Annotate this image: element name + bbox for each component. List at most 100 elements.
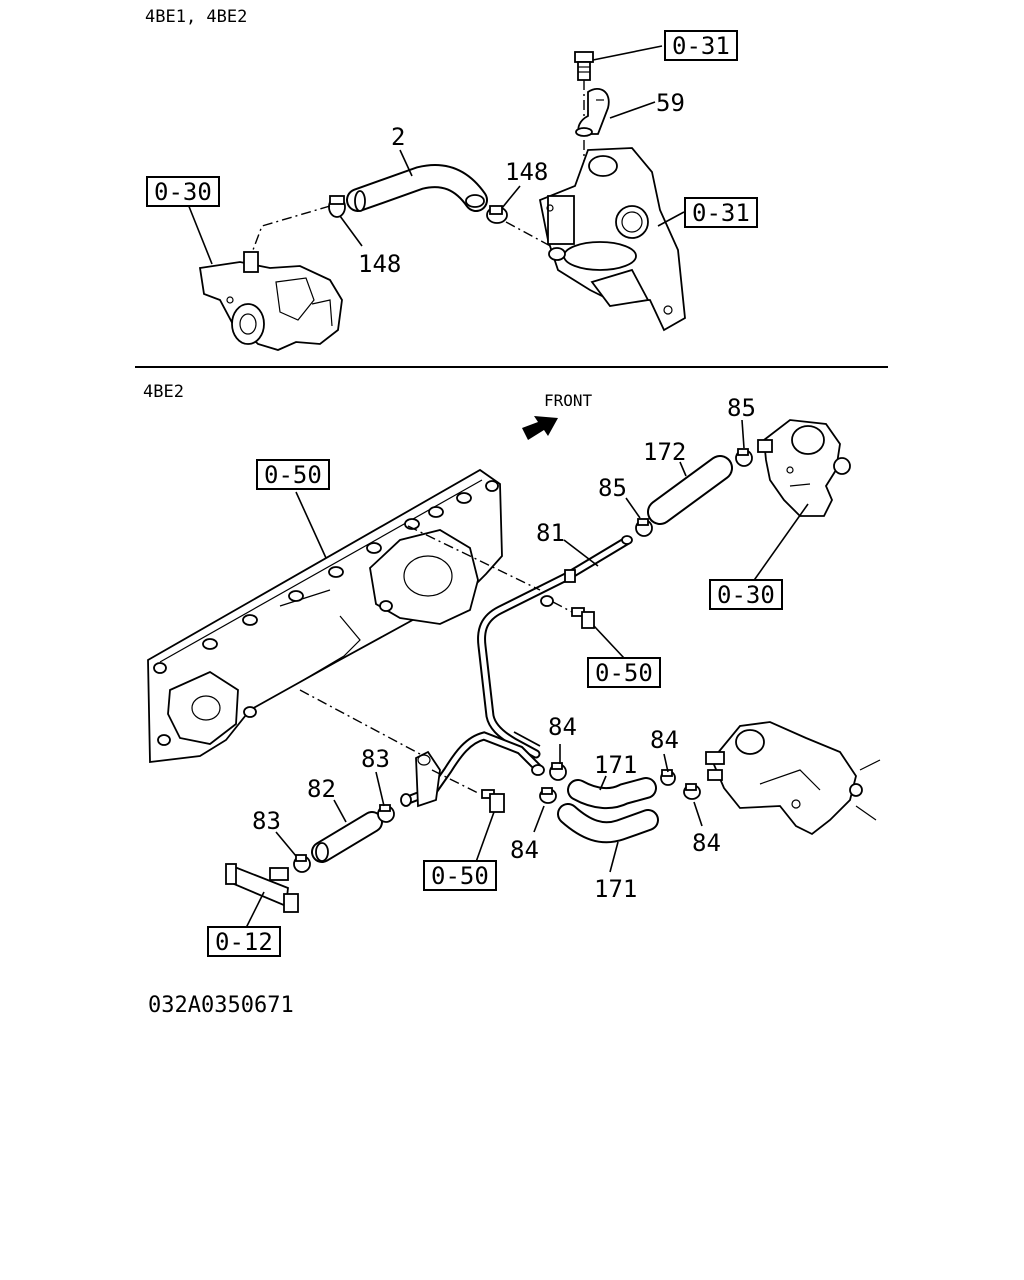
bracket-bolt-part [571, 607, 595, 629]
assembly-line [552, 601, 573, 613]
clamp-148-part [486, 205, 508, 224]
ref-0-31-label[interactable]: 0-31 [672, 32, 730, 60]
part-84-label[interactable]: 84 [692, 829, 721, 857]
tee-fitting-part [225, 863, 299, 913]
bracket-59-part [575, 87, 610, 137]
leader-line [599, 775, 607, 791]
drawing-code: 032A0350671 [148, 993, 294, 1018]
cut-line [855, 805, 877, 821]
bolt-part [574, 51, 594, 81]
part-172-label[interactable]: 172 [643, 438, 686, 466]
ref-box [664, 30, 738, 61]
clamp-84-part [539, 787, 557, 804]
part-84-label[interactable]: 84 [510, 836, 539, 864]
leader-line [657, 211, 685, 227]
leader-line [501, 185, 521, 209]
part-85-label[interactable]: 85 [727, 394, 756, 422]
cut-line [859, 759, 881, 771]
ref-0-50-label[interactable]: 0-50 [595, 659, 653, 687]
ref-box [587, 657, 661, 688]
assembly-line [249, 205, 331, 259]
ref-0-31-label[interactable]: 0-31 [692, 199, 750, 227]
part-148-label[interactable]: 148 [505, 158, 548, 186]
leader-line [375, 771, 385, 807]
leader-line [399, 149, 413, 177]
assembly-line [431, 769, 481, 795]
assembly-line [505, 221, 555, 249]
hose-172-part [647, 455, 733, 525]
ref-0-50-label[interactable]: 0-50 [264, 461, 322, 489]
bracket-bolt-part [481, 789, 505, 813]
leader-line [625, 497, 641, 519]
clamp-148-part [328, 195, 346, 218]
leader-line [533, 805, 545, 833]
thermostat-housing-part [757, 419, 851, 517]
part-81-label[interactable]: 81 [536, 519, 565, 547]
leader-line [295, 491, 327, 559]
assembly-line [407, 525, 541, 591]
leader-line [592, 45, 663, 61]
leader-line [245, 891, 265, 929]
pipe-81-part [477, 535, 633, 759]
leader-line [339, 215, 363, 247]
leader-line [609, 841, 619, 873]
leader-line [749, 503, 809, 587]
part-83-label[interactable]: 83 [361, 745, 390, 773]
ref-box [684, 197, 758, 228]
hose-171-part [557, 803, 659, 844]
oil-cooler-cover-part [147, 468, 503, 764]
hose-171-part [567, 777, 657, 810]
ref-box [709, 579, 783, 610]
leader-line [663, 753, 669, 773]
clamp-85-part [635, 518, 653, 537]
leader-line [741, 419, 745, 449]
ref-box [423, 860, 497, 891]
section-header-4be1-4be2: 4BE1, 4BE2 [145, 7, 247, 27]
leader-line [275, 831, 297, 857]
clip-part [540, 595, 554, 607]
part-148-label[interactable]: 148 [358, 250, 401, 278]
part-59-label[interactable]: 59 [656, 89, 685, 117]
leader-line [563, 539, 599, 567]
front-label: FRONT [544, 391, 593, 410]
leader-line [333, 799, 347, 823]
ref-box [256, 459, 330, 490]
part-84-label[interactable]: 84 [548, 713, 577, 741]
hose-82-part [311, 811, 383, 863]
clamp-84-part [549, 762, 567, 781]
section-header-4be2: 4BE2 [143, 382, 184, 402]
leader-line [609, 101, 656, 119]
cover-bolt-set [153, 480, 499, 746]
part-2-label[interactable]: 2 [391, 123, 405, 151]
front-arrow-icon [522, 416, 558, 440]
water-pump-part [198, 251, 343, 351]
part-85-label[interactable]: 85 [598, 474, 627, 502]
thermostat-housing-part [538, 147, 686, 332]
ref-box [207, 926, 281, 957]
part-84-label[interactable]: 84 [650, 726, 679, 754]
ref-0-50-label[interactable]: 0-50 [431, 862, 489, 890]
ref-0-12-label[interactable]: 0-12 [215, 928, 273, 956]
leader-line [593, 625, 625, 659]
leader-line [475, 811, 495, 863]
leader-line [187, 203, 213, 265]
leader-line [693, 801, 703, 827]
part-171-label[interactable]: 171 [594, 751, 637, 779]
clamp-85-part [735, 448, 753, 467]
thermostat-housing-part [705, 721, 863, 836]
leader-line [679, 461, 687, 477]
clamp-83-part [293, 854, 311, 873]
ref-0-30-label[interactable]: 0-30 [717, 581, 775, 609]
clamp-84-part [660, 769, 676, 786]
ref-box [146, 176, 220, 207]
lower-pipe-part [400, 731, 545, 808]
part-82-label[interactable]: 82 [307, 775, 336, 803]
part-171-label[interactable]: 171 [594, 875, 637, 903]
assembly-line [299, 689, 421, 755]
hose-2-part [346, 164, 488, 212]
part-83-label[interactable]: 83 [252, 807, 281, 835]
clamp-83-part [377, 804, 395, 823]
ref-0-30-label[interactable]: 0-30 [154, 178, 212, 206]
clamp-84-part [683, 783, 701, 800]
